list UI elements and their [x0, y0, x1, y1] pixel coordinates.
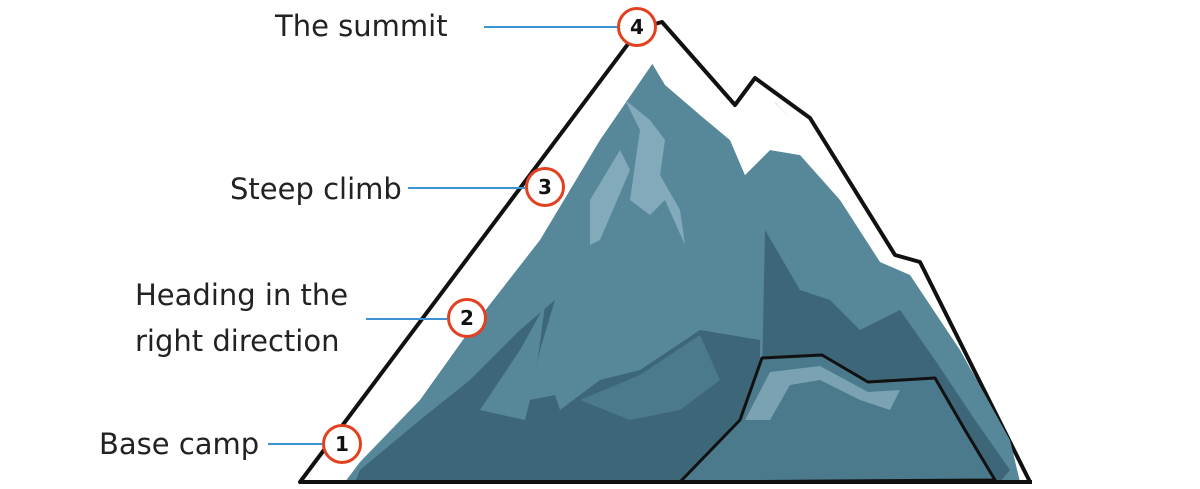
- leader-line-steep: [408, 187, 525, 189]
- foreground-hill: [678, 353, 997, 484]
- label-summit: The summit: [275, 9, 448, 43]
- label-heading-line-1: Heading in the: [135, 278, 349, 312]
- mountain-highlight: [625, 100, 685, 245]
- leader-line-summit: [484, 26, 617, 28]
- label-heading-direction: Heading in the right direction: [135, 272, 348, 364]
- mountain-mid-patch: [480, 305, 545, 420]
- mountain-mid-patch-2: [580, 335, 720, 420]
- foreground-hill-highlight: [745, 366, 900, 420]
- step-marker-1: 1: [322, 424, 362, 464]
- step-marker-2: 2: [447, 298, 487, 338]
- mountain-shade-left: [355, 300, 760, 482]
- label-heading-line-2: right direction: [135, 324, 340, 358]
- step-marker-3: 3: [525, 167, 565, 207]
- leader-line-base: [268, 443, 322, 445]
- leader-line-heading: [366, 318, 447, 320]
- label-steep-climb: Steep climb: [230, 172, 402, 206]
- label-base-camp: Base camp: [99, 427, 260, 461]
- step-marker-4: 4: [617, 7, 657, 47]
- mountain-highlight-left: [590, 150, 630, 245]
- summit-snow: [650, 30, 812, 175]
